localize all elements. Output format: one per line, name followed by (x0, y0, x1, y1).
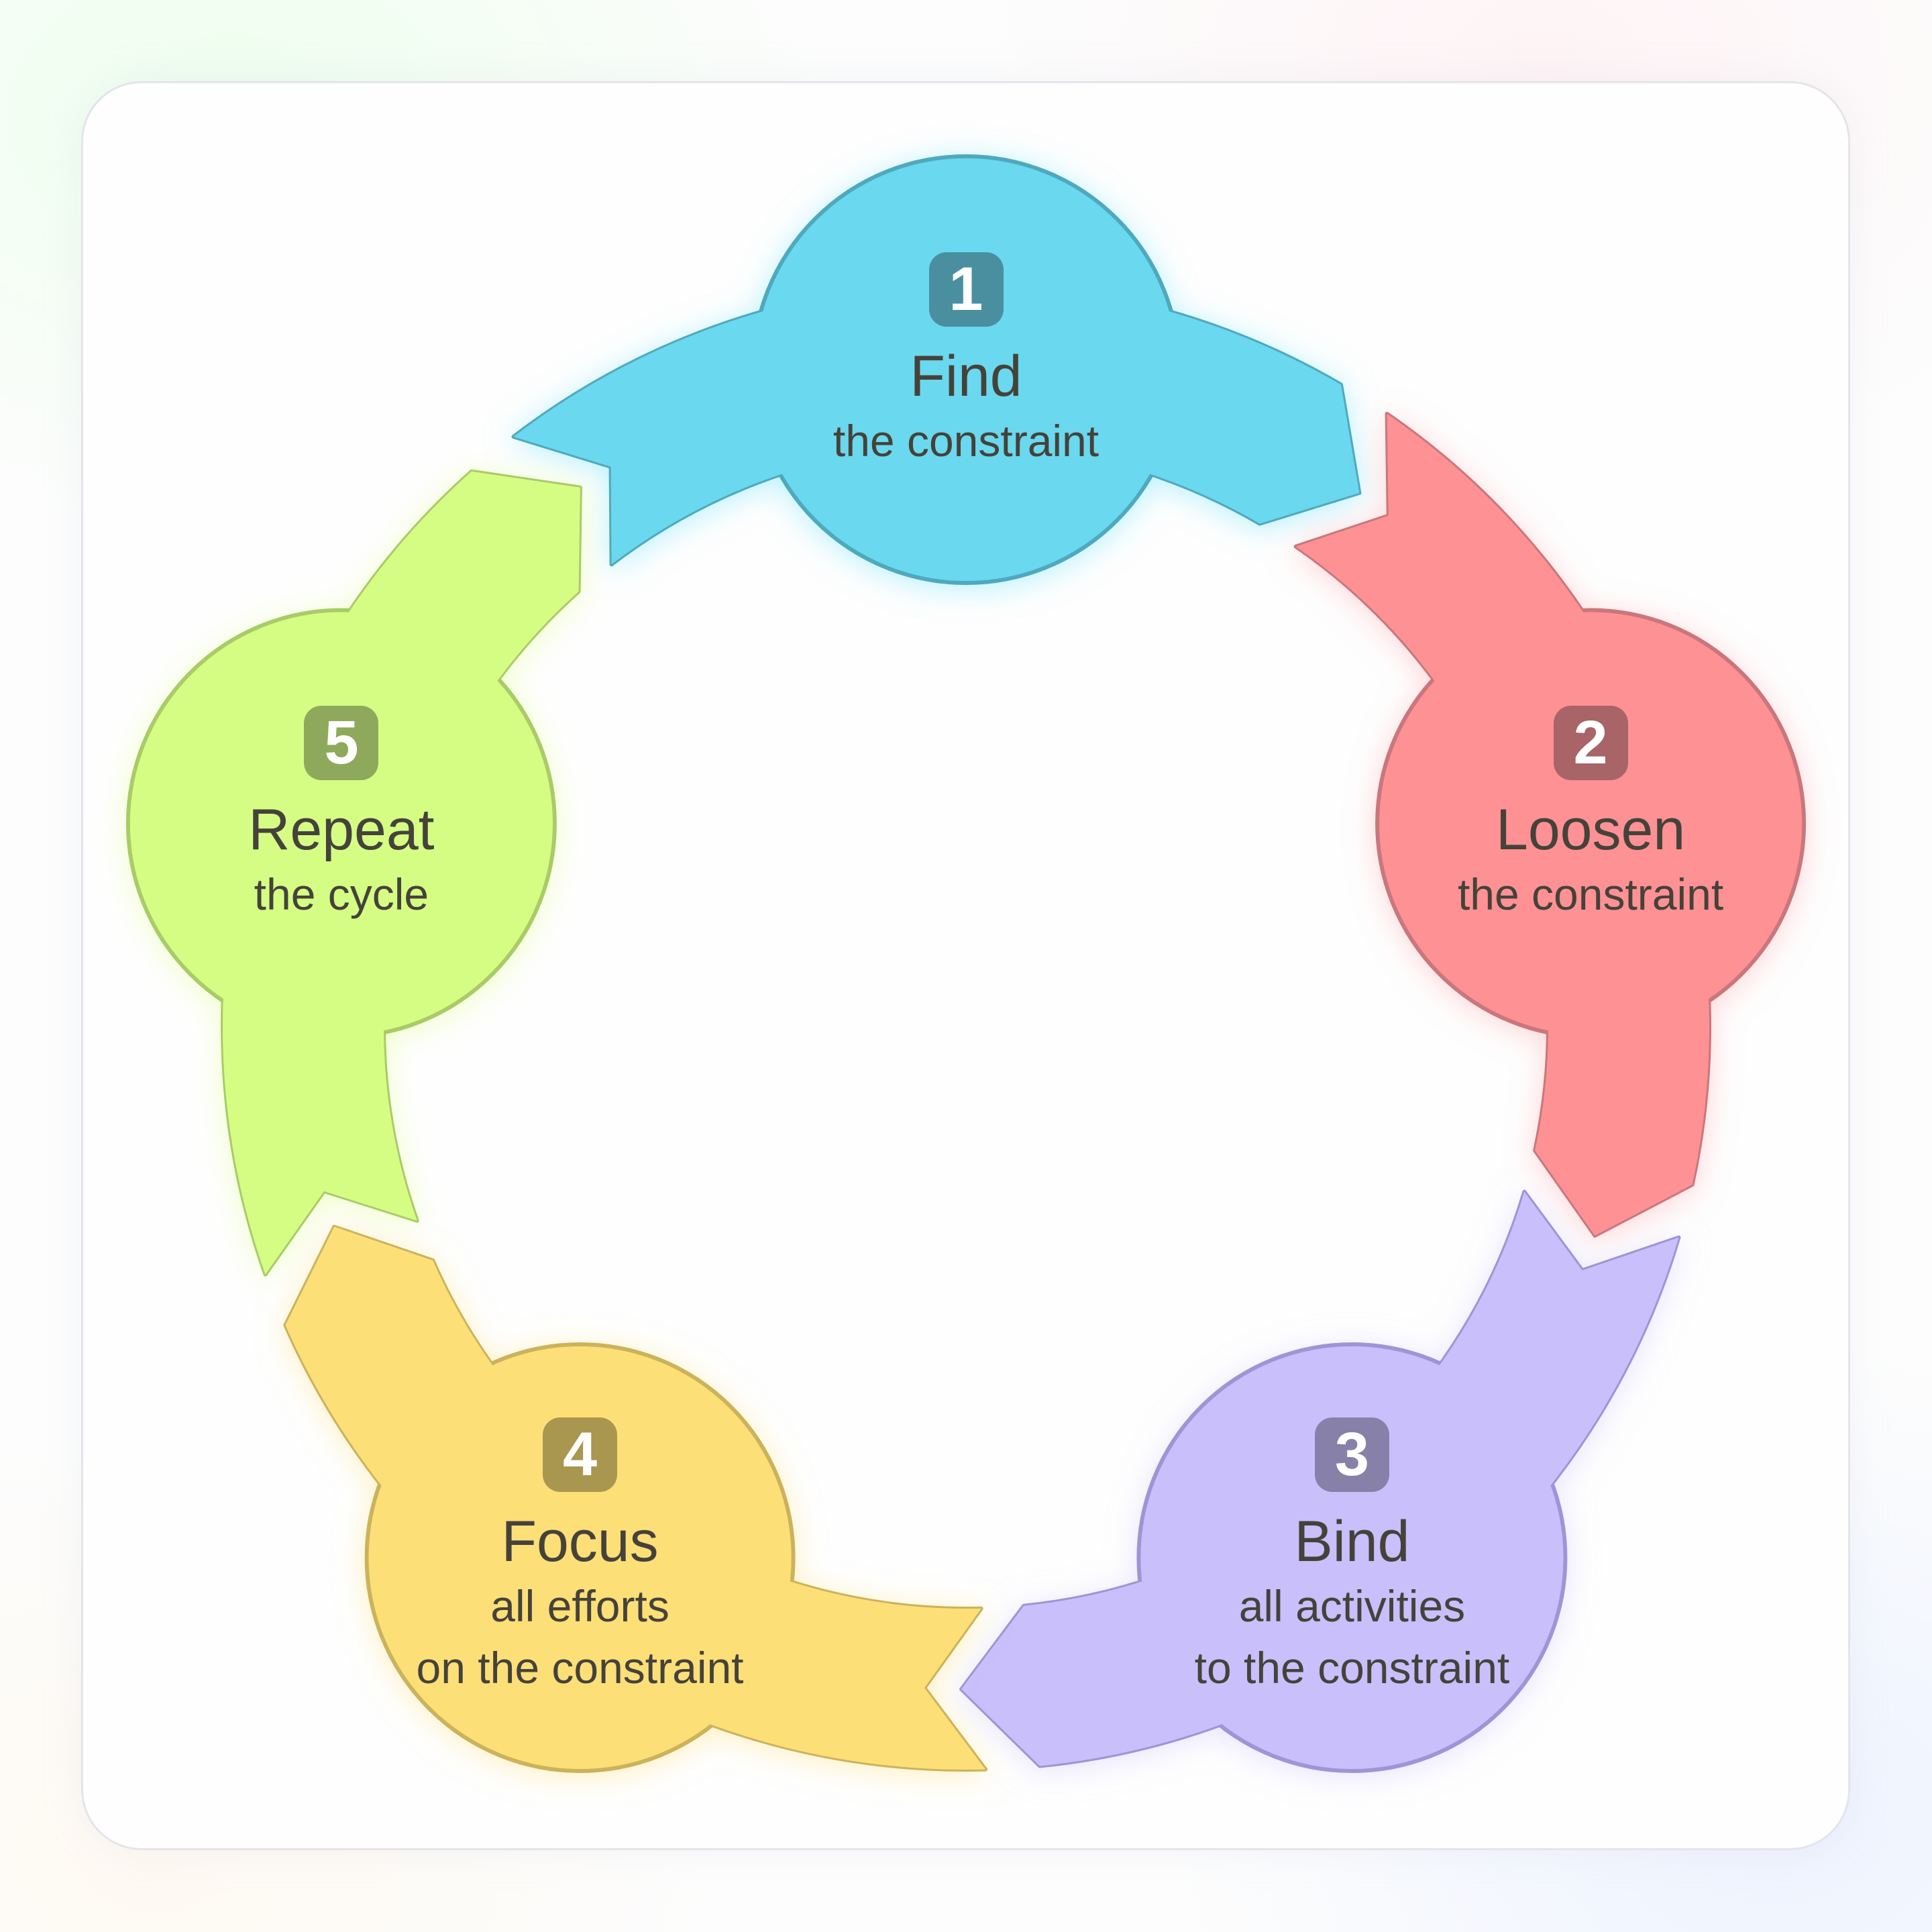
circle-inner-fill (1379, 612, 1803, 1035)
step-shape (959, 1189, 1681, 1773)
arrow-inner-fill (961, 1191, 1679, 1766)
cycle-step-2 (1293, 411, 1807, 1238)
step-shape (125, 469, 582, 1277)
cycle-step-1 (511, 154, 1362, 585)
circle-inner-fill (755, 158, 1177, 581)
cycle-step-4 (283, 1224, 987, 1773)
arrow-inner-fill (285, 1226, 985, 1770)
step-shape (511, 154, 1362, 585)
circle-inner-fill (368, 1346, 792, 1769)
step-shape (1293, 411, 1807, 1238)
step-shape (283, 1224, 987, 1773)
circle-inner-fill (1140, 1346, 1564, 1769)
cycle-step-5 (125, 469, 582, 1277)
cycle-step-3 (959, 1189, 1681, 1773)
circle-inner-fill (129, 612, 553, 1035)
